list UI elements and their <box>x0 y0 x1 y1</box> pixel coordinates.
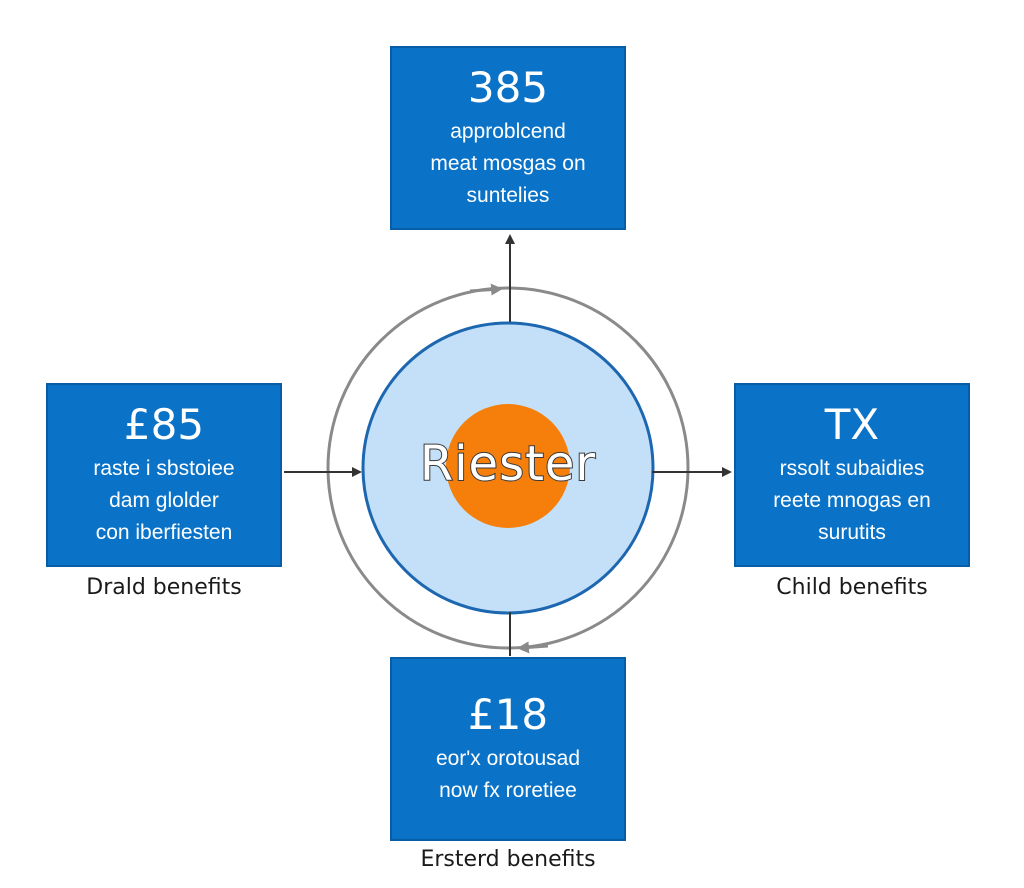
box-left-value: £85 <box>123 400 205 449</box>
caption-bottom: Ersterd benefits <box>420 847 596 872</box>
box-bottom-line-1: eor'x orotousad <box>435 747 581 770</box>
caption-right: Child benefits <box>776 575 928 600</box>
box-bottom-value: £18 <box>467 690 549 739</box>
box-right: TX rssolt subaidies reete mnogas en suru… <box>734 383 970 567</box>
box-top: 385 approblcend meat mosgas on suntelies <box>390 46 626 230</box>
box-left-line-3: con iberfiesten <box>95 521 233 544</box>
hub-label: Riester <box>419 435 597 493</box>
box-bottom: £18 eor'x orotousad now fx roretiee <box>390 657 626 841</box>
box-top-line-1: approblcend <box>450 120 566 143</box>
box-right-line-2: reete mnogas en <box>773 489 931 512</box>
box-bottom-line-2: now fx roretiee <box>439 779 577 802</box>
box-right-value: TX <box>824 400 880 449</box>
box-left-line-1: raste i sbstoiee <box>93 457 235 480</box>
box-top-line-3: suntelies <box>466 184 550 207</box>
box-top-value: 385 <box>467 63 549 112</box>
box-left: £85 raste i sbstoiee dam glolder con ibe… <box>46 383 282 567</box>
box-left-line-2: dam glolder <box>109 489 219 512</box>
hub-core-circle <box>446 404 570 528</box>
ring-arrow-top <box>469 283 503 296</box>
box-top-line-2: meat mosgas on <box>430 152 586 175</box>
caption-left: Drald benefits <box>86 575 242 600</box>
box-right-line-3: surutits <box>818 521 886 544</box>
ring-arrow-bottom <box>517 641 549 654</box>
cycle-ring <box>326 286 690 650</box>
box-right-line-1: rssolt subaidies <box>779 457 925 480</box>
